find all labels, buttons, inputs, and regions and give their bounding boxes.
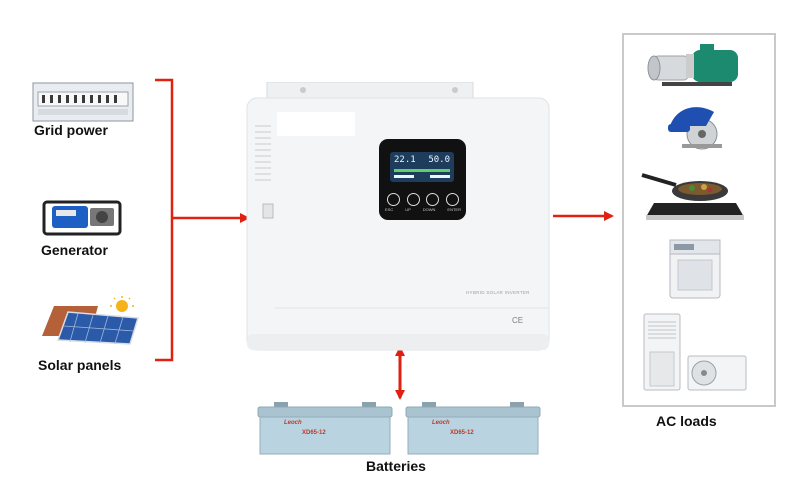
down-button[interactable]: [426, 193, 440, 206]
battery-brand: Leoch: [284, 420, 302, 426]
inverter-side-text: HYBRID SOLAR INVERTER: [466, 290, 530, 295]
battery-model-2: XD65-12: [450, 430, 474, 436]
induction-cooktop-icon: [640, 163, 748, 221]
esc-label: ESC: [385, 207, 394, 212]
air-conditioner-icon: [638, 312, 748, 392]
circular-saw-icon: [662, 98, 730, 152]
display-value-right: 50.0: [428, 155, 450, 165]
solar-panel-icon: [38, 296, 143, 346]
down-label: DOWN: [422, 207, 436, 212]
washing-machine-icon: [664, 238, 726, 300]
battery-brand-2: Leoch: [432, 420, 450, 426]
inverter-icon: [245, 82, 551, 352]
esc-button[interactable]: [387, 193, 400, 206]
up-button[interactable]: [406, 193, 420, 206]
inverter-control-panel: 22.1 50.0 ESC UP DOWN ENTER: [379, 139, 466, 220]
ce-mark: CE: [512, 316, 524, 325]
source-label-grid: Grid power: [34, 122, 108, 138]
inverter-buttons: [387, 193, 459, 211]
ac-loads-label: AC loads: [656, 413, 717, 429]
battery-model: XD65-12: [302, 430, 326, 436]
battery-icon-2: Leoch XD65-12: [404, 402, 542, 455]
generator-icon: [40, 196, 124, 240]
grid-power-icon: [32, 82, 134, 122]
batteries-label: Batteries: [366, 458, 426, 474]
source-label-solar: Solar panels: [38, 357, 122, 373]
up-label: UP: [405, 207, 411, 212]
water-pump-icon: [640, 42, 750, 90]
enter-label: ENTER: [447, 207, 461, 212]
enter-button[interactable]: [445, 193, 459, 206]
display-value-left: 22.1: [394, 155, 416, 165]
source-bracket: [155, 78, 174, 362]
source-label-generator: Generator: [41, 242, 108, 258]
battery-icon: Leoch XD65-12: [256, 402, 394, 455]
inverter-display: 22.1 50.0: [390, 152, 454, 182]
